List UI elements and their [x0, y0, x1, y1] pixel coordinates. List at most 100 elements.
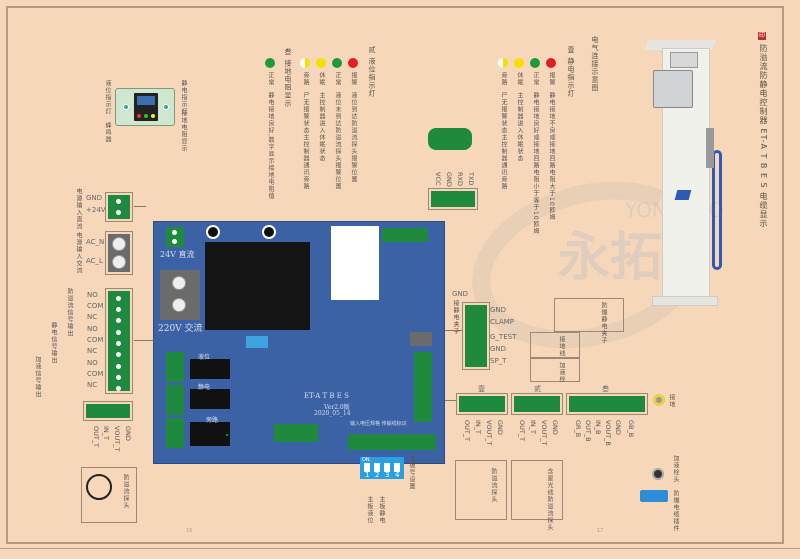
left-probe-terminal [83, 401, 133, 421]
relay1-label: 防溢流信号输出 [66, 288, 73, 337]
pcb-220v-label: 220V 交流 [158, 324, 203, 334]
pcb-220v-terminal [160, 270, 200, 320]
resistance-legend-dot-normal [265, 58, 275, 68]
wire-clamp [445, 330, 462, 331]
dip-toggle-3[interactable] [384, 463, 390, 472]
left-probe-pin-vout: VOUT_T [113, 426, 121, 452]
relay-label-static: 静电 [198, 384, 211, 391]
relay-pin [116, 296, 121, 301]
probe1-pin-vout: VOUT_T [485, 420, 493, 446]
probe-terminal-3 [566, 393, 648, 415]
probe3-pin-grb: GR_B [574, 420, 582, 438]
dc-gnd-label: GND [86, 194, 103, 202]
blue-cable [712, 150, 722, 270]
uart-terminal [428, 188, 478, 210]
led-red [137, 114, 141, 118]
title-seal: 印 [758, 32, 766, 40]
display-panel [115, 88, 175, 126]
clamp-pin-gnd-2: GND [490, 345, 507, 353]
probe-device-box-2 [511, 460, 563, 520]
level-legend-desc-normal: 液位未到达防溢流探头报警位置 [334, 92, 341, 190]
transformer [205, 242, 310, 330]
dip-num-3: 3 [385, 471, 390, 479]
dip-toggle-4[interactable] [394, 463, 400, 472]
fill-plug-label: 加液栓 [558, 362, 565, 383]
probe3-pin-outb: OUT_B [584, 420, 592, 442]
probe3-pin-gbb: GB_B [627, 420, 635, 438]
clamp-pin-spt: SP_T [490, 357, 507, 365]
probe3-pin-gnd: GND [614, 420, 622, 435]
main-pcb: 24V 直流 220V 交流 液位 静电 旁路 ET-A T B E S Ver… [153, 221, 445, 464]
dip-toggle-2[interactable] [374, 463, 380, 472]
dip-on-label: ON [362, 457, 370, 463]
probe2-pin-out: OUT_T [518, 420, 526, 442]
level-legend-dot-bypass [300, 58, 310, 68]
uart-pin-rxd: RXD [456, 172, 464, 186]
dip-side-label: 主板号设置 [408, 455, 415, 490]
level-legend-state-alarm: 报警 [350, 72, 357, 86]
relay-label-level: 液位 [198, 354, 211, 361]
uart-sensor-board [428, 128, 472, 150]
relay3-label: 加液信号输出 [34, 356, 41, 398]
uart-pin-gnd: GND [445, 172, 453, 187]
resistance-legend-state-normal: 正常 [267, 72, 274, 86]
dip-switch[interactable]: ON 1 2 3 4 [360, 457, 404, 479]
pcb-probe-terminal [226, 434, 228, 436]
relay-block-1 [190, 359, 230, 379]
probe3-pin-inb: IN_B [594, 420, 602, 435]
probe-terminal-1 [456, 393, 508, 415]
probe-heading-3: 叁 [602, 385, 609, 393]
fill-plug-icon [652, 468, 664, 480]
relay2-nc: NC [87, 347, 98, 355]
probe-device-box-1 [455, 460, 507, 520]
dc-pin-gnd [116, 199, 121, 204]
ground-wire-box [530, 332, 580, 358]
level-legend-heading: 贰 液位指示灯 [368, 46, 376, 98]
static-legend-state-bypass: 旁路 [500, 72, 507, 86]
relay-white [331, 226, 379, 300]
static-indicator-label: 静电指示灯 [180, 80, 187, 115]
relay-pin [116, 386, 121, 391]
pcb-bottom-connector-label: 输入电压规格 传输线标识 [350, 421, 407, 427]
page-number-left: 16 [186, 528, 193, 534]
relay2-com: COM [87, 336, 104, 344]
static-indicator [163, 104, 169, 110]
probe-heading-2: 贰 [534, 385, 541, 393]
static-legend-state-sleep: 休眠 [516, 72, 523, 86]
pcb-relay-terminal-3 [166, 418, 184, 448]
static-legend-dot-normal [530, 58, 540, 68]
relay2-no: NO [87, 325, 98, 333]
ac-l-label: AC_L [86, 257, 103, 265]
left-probe-pin-out: OUT_T [92, 426, 100, 448]
dip-num-1: 1 [365, 471, 370, 479]
left-probe-device-box [81, 467, 137, 523]
static-legend-dot-sleep [514, 58, 524, 68]
probe-device-label-2: 含是光线防溢流探头 [546, 468, 553, 531]
led-yellow [151, 114, 155, 118]
relay1-no: NO [87, 291, 98, 299]
product-title: 防溢流防静电控制器 ET-A T B E S 电缆显示 [759, 44, 768, 229]
relay3-no: NO [87, 359, 98, 367]
buzzer-label: 蜂鸣器 [104, 122, 111, 143]
ground-icon [653, 394, 665, 406]
pcb-right-terminal [414, 352, 432, 422]
resistance-label: 接地电阻显示 [180, 110, 187, 152]
relay1-nc: NC [87, 313, 98, 321]
pcb-24v-terminal [166, 227, 184, 247]
dip-toggle-1[interactable] [364, 463, 370, 472]
relay3-com: COM [87, 370, 104, 378]
dip-bottom-label-2: 主板静电 [378, 496, 385, 524]
left-probe-pin-gnd: GND [124, 426, 132, 441]
ac-l-screw [112, 255, 126, 269]
resistance-legend-desc-normal: 静电接地良好,数字显示接地电阻值 [267, 92, 274, 200]
level-legend-desc-bypass: 尸无报警状态主控制器通讯旁路 [302, 92, 309, 190]
pcb-relay-terminal-1 [166, 352, 184, 382]
dc-24v-label: +24V [86, 206, 106, 214]
static-legend-heading: 壹 静电指示灯 [567, 46, 575, 98]
pcb-dip [246, 336, 268, 348]
explosion-proof-box [653, 70, 693, 108]
page-number-right: 17 [597, 528, 604, 534]
static-legend-desc-normal: 静电接地良好或接地回路电阻小于等于10欧姆 [532, 92, 539, 235]
page-frame [6, 6, 784, 544]
level-legend-desc-alarm: 液位到达防溢流探头报警位置 [350, 92, 357, 183]
